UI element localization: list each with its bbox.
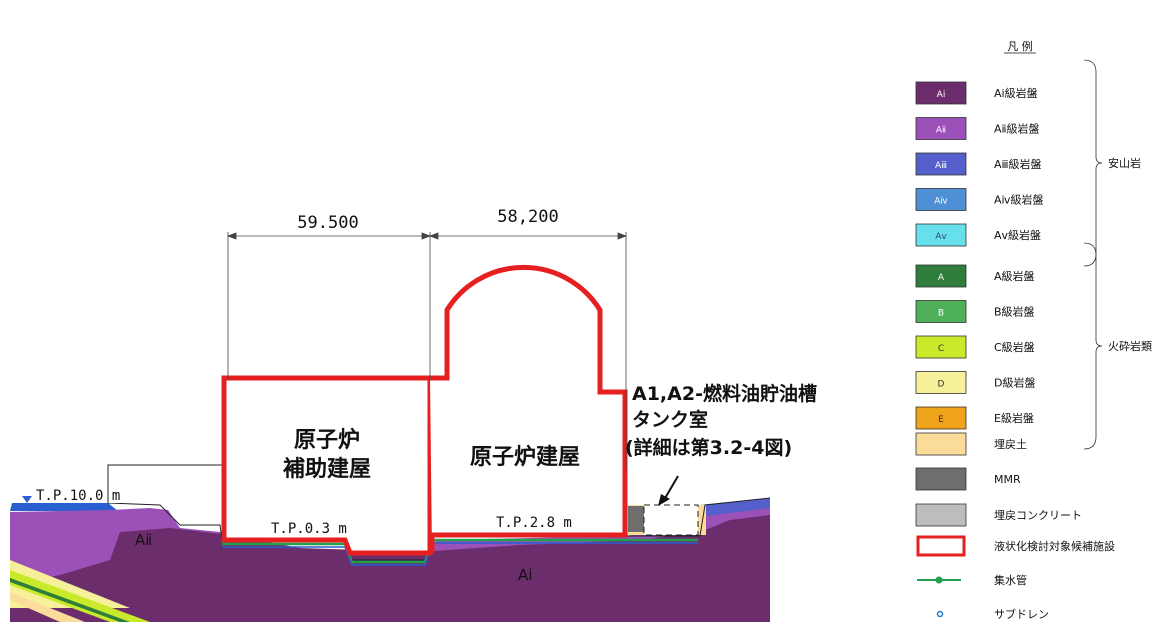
- reactor-building: [429, 264, 628, 553]
- rock-label-a1: Aⅰ: [518, 566, 532, 584]
- rock-layer-c: [10, 570, 150, 622]
- callout-line1: A1,A2-燃料油貯油槽: [632, 382, 817, 405]
- legend-swatch: [915, 335, 967, 359]
- legend-title: 凡 例: [1007, 39, 1033, 53]
- legend-group-brace: [1083, 242, 1103, 450]
- legend-item-label: 液状化検討対象候補施設: [994, 539, 1115, 553]
- legend-swatch: [915, 264, 967, 288]
- reactor-building-label: 原子炉建屋: [470, 445, 580, 470]
- legend-item-label: MMR: [994, 473, 1021, 486]
- level-reactor-label: T.P.2.8 m: [496, 515, 572, 531]
- callout-arrowhead: [658, 494, 670, 506]
- legend-subdrain-label: サブドレン: [994, 607, 1049, 621]
- legend-swatch-text: Aⅴ: [935, 232, 947, 242]
- legend-item-label: B級岩盤: [994, 305, 1035, 319]
- legend-swatch: [915, 371, 967, 394]
- legend-group-label: 安山岩: [1108, 156, 1141, 170]
- legend-swatch: [915, 223, 967, 247]
- legend-group-brace: [1083, 59, 1103, 267]
- dimension-left-label: 59.500: [297, 213, 358, 233]
- tank-room: [643, 504, 699, 536]
- legend-item-label: 埋戻コンクリート: [994, 509, 1082, 522]
- aux-building-label-line2: 補助建屋: [282, 456, 371, 482]
- level-left-label: T.P.10.0 m: [36, 488, 120, 504]
- legend-swatch: [915, 152, 967, 176]
- legend-swatch: [915, 188, 967, 211]
- legend-item-label: Aⅱ級岩盤: [994, 122, 1040, 136]
- rock-layer-a-band: [10, 578, 130, 622]
- legend-collector-pipe-label: 集水管: [994, 573, 1027, 587]
- callout-line2: タンク室: [632, 408, 708, 431]
- legend-swatch: [915, 81, 967, 105]
- aux-building-label-line1: 原子炉: [294, 428, 360, 453]
- subdrain-symbol-icon: [936, 610, 944, 618]
- cross-section: 59.500 58,200 原子炉 補助建屋 原子炉建屋 A1,A2-燃料油貯油…: [10, 207, 817, 622]
- legend-group-label: 火砕岩類: [1108, 339, 1152, 353]
- legend-item-label: 埋戻土: [994, 438, 1027, 451]
- legend-swatch-text: Aⅱ: [936, 126, 946, 136]
- legend-symbols: 集水管 サブドレン: [917, 573, 1049, 621]
- turbine-building-outline: [107, 464, 223, 503]
- legend-swatch: [915, 432, 967, 456]
- level-aux-label: T.P.0.3 m: [271, 521, 347, 537]
- legend-item-label: Aⅰ級岩盤: [994, 86, 1038, 100]
- dimension-right-label: 58,200: [497, 207, 558, 227]
- water-level-icon: [20, 496, 34, 510]
- legend-item-label: Aⅳ級岩盤: [994, 193, 1043, 207]
- legend-swatch-text: A: [938, 273, 945, 283]
- dimension-lines: [226, 232, 628, 470]
- rock-layer-e: [10, 592, 85, 622]
- legend-swatch-text: E: [938, 415, 944, 425]
- legend-item-label: E級岩盤: [994, 411, 1034, 425]
- legend: 凡 例 Aⅰ Aⅰ級岩盤 Aⅱ Aⅱ級岩盤 Aⅲ Aⅲ級岩盤 Aⅳ Aⅳ級岩盤 Aⅴ Aⅴ級岩盤 安…: [915, 39, 1152, 621]
- legend-item-label: Aⅴ級岩盤: [994, 228, 1041, 242]
- sea-water: [10, 503, 118, 511]
- legend-swatch-text: D: [938, 380, 945, 390]
- legend-swatch: [915, 503, 967, 527]
- legend-item-label: D級岩盤: [994, 376, 1035, 390]
- legend-swatch-text: C: [938, 344, 944, 354]
- drainage-pipe: [222, 538, 698, 564]
- collector-pipe-symbol-icon: [917, 576, 961, 584]
- legend-swatch: [915, 117, 967, 140]
- backfill-concrete: [628, 506, 644, 532]
- legend-swatch-text: B: [938, 309, 944, 319]
- rock-layer-a3: [700, 498, 770, 516]
- legend-swatch: [915, 406, 967, 430]
- callout-line3: (詳細は第3.2-4図): [625, 436, 792, 459]
- legend-swatch-text: Aⅰ: [937, 90, 946, 100]
- legend-item-label: Aⅲ級岩盤: [994, 157, 1042, 171]
- legend-item-label: C級岩盤: [994, 340, 1035, 354]
- legend-swatch-text: Aⅲ: [935, 161, 947, 171]
- legend-item-label: A級岩盤: [994, 269, 1035, 283]
- legend-swatch: [915, 300, 967, 323]
- legend-swatch: [915, 467, 967, 491]
- legend-rock-groups: Aⅰ Aⅰ級岩盤 Aⅱ Aⅱ級岩盤 Aⅲ Aⅲ級岩盤 Aⅳ Aⅳ級岩盤 Aⅴ Aⅴ級岩盤 安山岩 A A…: [915, 59, 1152, 450]
- subdrain-line: [222, 542, 698, 566]
- rock-layer-a1: [10, 515, 770, 622]
- legend-swatch-text: Aⅳ: [934, 197, 948, 207]
- rock-label-a2: Aⅱ: [135, 531, 152, 549]
- callout-arrow: [663, 475, 679, 501]
- legend-swatch-outline: [916, 535, 966, 557]
